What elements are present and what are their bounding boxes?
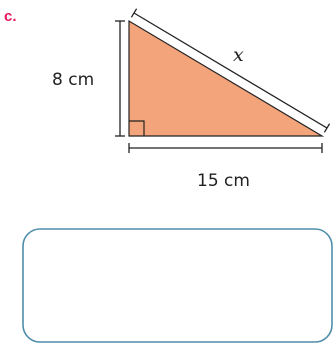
hypotenuse-dimension-line	[130, 8, 331, 133]
vertical-side-label: 8 cm	[52, 70, 94, 90]
hypotenuse-label: x	[233, 44, 244, 66]
right-triangle	[128, 19, 325, 137]
horizontal-side-label: 15 cm	[197, 171, 250, 191]
answer-box[interactable]	[22, 228, 333, 343]
vertical-dimension-line	[115, 20, 125, 137]
horizontal-dimension-line	[128, 143, 323, 153]
question-part-label: c.	[4, 8, 17, 25]
right-angle-marker	[129, 120, 145, 136]
